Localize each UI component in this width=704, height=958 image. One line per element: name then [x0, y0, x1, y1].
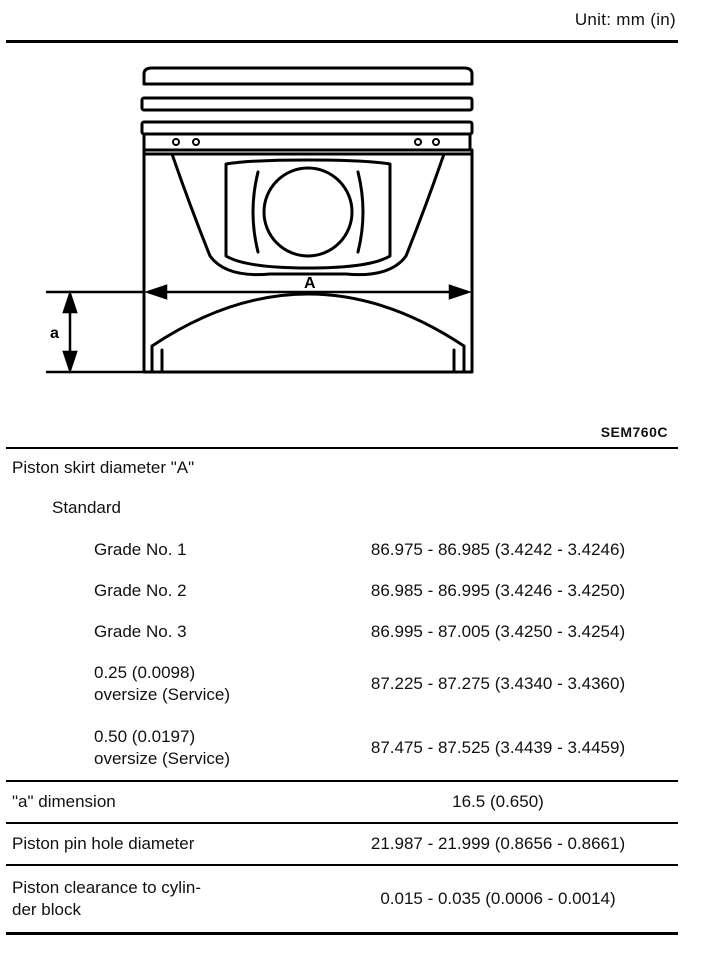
grade-value: 86.985 - 86.995 (3.4246 - 3.4250)	[370, 580, 626, 600]
row-separator	[6, 780, 678, 782]
clearance-row: Piston clearance to cylin- der block 0.0…	[6, 866, 678, 932]
oversize-label-line1: 0.50 (0.0197)	[94, 727, 196, 746]
oversize-label-line1: 0.25 (0.0098)	[94, 663, 196, 682]
oil-hole	[432, 138, 440, 146]
skirt-diameter-header-row: Piston skirt diameter "A"	[6, 449, 678, 487]
oversize-value: 87.475 - 87.525 (3.4439 - 3.4459)	[370, 738, 626, 757]
oversize-label-line2: oversize (Service)	[94, 749, 231, 768]
oversize-row: 0.50 (0.0197) oversize (Service) 87.475 …	[6, 716, 678, 780]
oil-hole	[172, 138, 180, 146]
standard-label: Standard	[52, 498, 121, 517]
table-bottom-rule	[6, 932, 678, 935]
grade-value: 86.995 - 87.005 (3.4250 - 3.4254)	[370, 621, 626, 641]
oil-ring-band	[142, 132, 472, 152]
top-rule	[6, 40, 678, 43]
oversize-value: 87.225 - 87.275 (3.4340 - 3.4360)	[370, 674, 626, 693]
dimension-A-label: A	[304, 275, 316, 292]
piston-body	[142, 148, 474, 374]
table-top-rule	[6, 447, 678, 449]
oversize-row: 0.25 (0.0098) oversize (Service) 87.225 …	[6, 652, 678, 716]
grade-label: Grade No. 1	[94, 539, 187, 559]
grade-row: Grade No. 2 86.985 - 86.995 (3.4246 - 3.…	[6, 570, 678, 611]
skirt-diameter-label: Piston skirt diameter "A"	[12, 458, 195, 477]
piston-crown	[142, 66, 474, 86]
oversize-label-line2: oversize (Service)	[94, 685, 231, 704]
piston-diagram: A a	[46, 66, 474, 374]
a-dimension-row: "a" dimension 16.5 (0.650)	[6, 782, 678, 822]
row-separator	[6, 864, 678, 866]
grade-label: Grade No. 3	[94, 621, 187, 641]
oil-hole	[192, 138, 200, 146]
pin-boss-inner	[224, 158, 392, 270]
dimension-a-label: a	[50, 325, 59, 342]
clearance-value: 0.015 - 0.035 (0.0006 - 0.0014)	[380, 889, 616, 908]
a-dimension-label: "a" dimension	[12, 792, 116, 811]
oil-hole	[414, 138, 422, 146]
grade-label: Grade No. 2	[94, 580, 187, 600]
figure-code: SEM760C	[600, 424, 668, 440]
clearance-label-line1: Piston clearance to cylin-	[12, 878, 201, 897]
grade-value: 86.975 - 86.985 (3.4242 - 3.4246)	[370, 539, 626, 559]
clearance-label: Piston clearance to cylin- der block	[6, 877, 318, 921]
skirt-arc	[150, 292, 466, 374]
a-dimension-value: 16.5 (0.650)	[452, 792, 544, 811]
pin-hole	[262, 166, 354, 258]
grade-row: Grade No. 3 86.995 - 87.005 (3.4250 - 3.…	[6, 611, 678, 652]
unit-label: Unit: mm (in)	[574, 10, 676, 29]
clearance-label-line2: der block	[12, 900, 81, 919]
spec-table: Piston skirt diameter "A" Standard Grade…	[6, 447, 678, 935]
pin-boss-outer	[170, 152, 446, 277]
pin-hole-row: Piston pin hole diameter 21.987 - 21.999…	[6, 824, 678, 864]
row-separator	[6, 822, 678, 824]
ring-land-2	[140, 120, 474, 136]
ring-land-1	[140, 96, 474, 112]
grade-row: Grade No. 1 86.975 - 86.985 (3.4242 - 3.…	[6, 529, 678, 570]
pin-hole-label: Piston pin hole diameter	[12, 834, 195, 853]
oversize-label: 0.50 (0.0197) oversize (Service)	[6, 726, 318, 770]
oversize-label: 0.25 (0.0098) oversize (Service)	[6, 662, 318, 706]
pin-hole-value: 21.987 - 21.999 (0.8656 - 0.8661)	[370, 834, 626, 853]
standard-row: Standard	[6, 487, 678, 529]
